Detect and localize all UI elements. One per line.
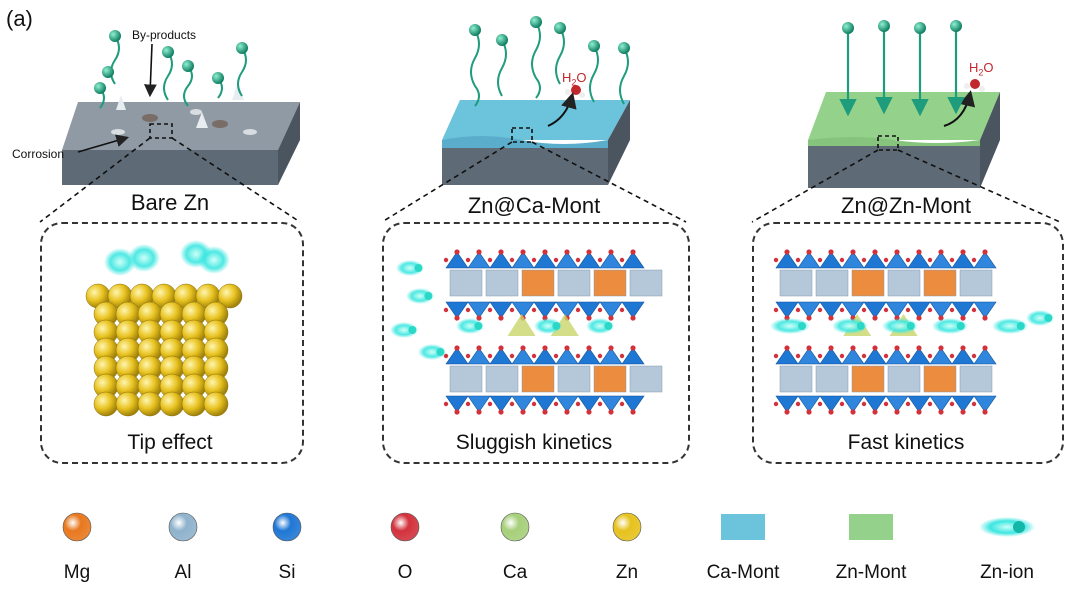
legend-swatch-zn-ion xyxy=(979,517,1035,537)
legend-label-zn-mont: Zn-Mont xyxy=(835,562,907,583)
legend-label-si: Si xyxy=(278,562,296,583)
legend-label-mg: Mg xyxy=(63,562,91,583)
caption-tip-effect: Tip effect xyxy=(127,431,213,454)
legend-label-al: Al xyxy=(174,562,192,583)
bare-zn-slab xyxy=(62,82,300,185)
legend-swatch-mg xyxy=(62,512,92,542)
legend-swatch-zn-mont xyxy=(849,514,893,540)
h2o-label-ca: H2O xyxy=(562,70,587,88)
zn-ions-panel3 xyxy=(839,28,965,117)
legend-swatch-ca xyxy=(500,512,530,542)
legend-swatch-al xyxy=(168,512,198,542)
panel-title-bare-zn: Bare Zn xyxy=(130,190,210,215)
h2o-label-zn: H2O xyxy=(969,60,994,78)
panel-label: (a) xyxy=(6,6,33,31)
panel-title-zn-mont: Zn@Zn-Mont xyxy=(841,193,971,218)
legend-label-o: O xyxy=(397,562,413,583)
legend-label-zn-ion: Zn-ion xyxy=(980,562,1034,583)
zoom-box-zn-mont xyxy=(752,222,1064,464)
byproducts-pointer xyxy=(143,43,157,98)
panel-title-ca-mont: Zn@Ca-Mont xyxy=(467,193,601,218)
zn-ion-spheres-panel3 xyxy=(842,20,962,34)
corrosion-label: Corrosion xyxy=(12,147,65,161)
zoom-lines xyxy=(39,137,1061,223)
legend-swatch-o xyxy=(390,512,420,542)
legend-swatch-zn xyxy=(612,512,642,542)
legend-label-ca: Ca xyxy=(502,562,528,583)
legend-swatches xyxy=(62,512,1035,542)
byproducts-label: By-products xyxy=(132,28,197,42)
corrosion-pointer xyxy=(77,134,130,153)
legend-swatch-ca-mont xyxy=(721,514,765,540)
zn-ion-spheres-panel2 xyxy=(469,16,630,54)
legend-label-zn: Zn xyxy=(615,562,639,583)
legend-swatch-si xyxy=(272,512,302,542)
legend-label-ca-mont: Ca-Mont xyxy=(706,562,780,583)
zn-ions-panel2 xyxy=(470,21,629,107)
caption-fast-kinetics: Fast kinetics xyxy=(847,431,965,454)
zoom-box-bare-zn xyxy=(40,222,304,464)
zn-ions-panel1 xyxy=(99,35,247,109)
caption-sluggish-kinetics: Sluggish kinetics xyxy=(455,431,613,454)
ca-mont-slab xyxy=(442,85,630,185)
zn-mont-slab xyxy=(808,79,1000,188)
zn-ion-spheres-panel1 xyxy=(94,30,248,94)
zoom-box-ca-mont xyxy=(382,222,690,464)
